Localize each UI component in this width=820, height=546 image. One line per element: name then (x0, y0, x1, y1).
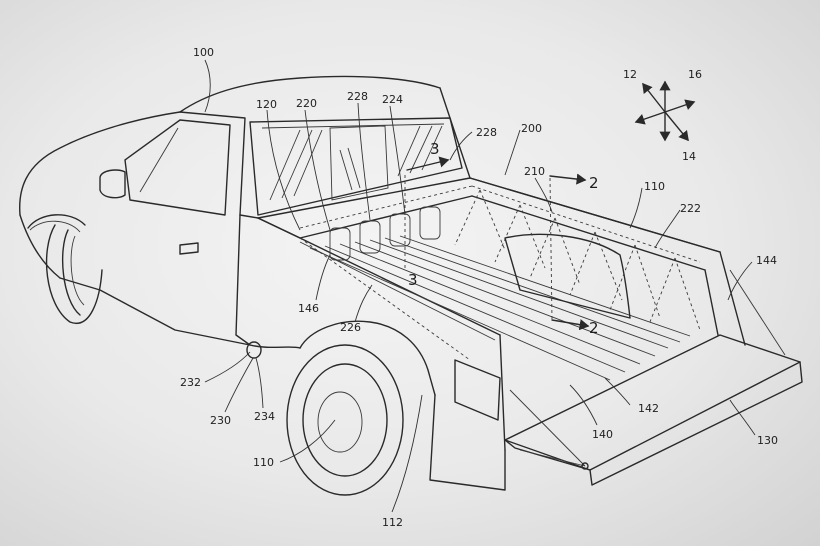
label-146: 146 (298, 302, 319, 315)
label-section-2b: 2 (589, 319, 599, 337)
label-section-3a: 3 (430, 140, 440, 158)
label-234: 234 (254, 410, 275, 423)
leader-lines (204, 59, 756, 513)
label-section-2a: 2 (589, 174, 599, 192)
label-220: 220 (296, 97, 317, 110)
label-210: 210 (524, 165, 545, 178)
label-section-3b: 3 (408, 271, 418, 289)
label-144: 144 (756, 254, 777, 267)
section-markers (404, 156, 590, 331)
label-142: 142 (638, 402, 659, 415)
rear-window-hatching (269, 125, 443, 201)
label-230: 230 (210, 414, 231, 427)
label-228a: 228 (347, 90, 368, 103)
label-112: 112 (382, 516, 403, 529)
label-200: 200 (521, 122, 542, 135)
label-100: 100 (193, 46, 214, 59)
reference-numerals: 100 120 220 228 224 228 200 210 110 222 … (180, 46, 778, 529)
bed-floor-ribs (309, 235, 691, 381)
label-226: 226 (340, 321, 361, 334)
label-14: 14 (682, 150, 696, 163)
label-232: 232 (180, 376, 201, 389)
label-130: 130 (757, 434, 778, 447)
truck-cab (18, 75, 471, 346)
label-16: 16 (688, 68, 702, 81)
label-110: 110 (644, 180, 665, 193)
label-140: 140 (592, 428, 613, 441)
label-228b: 228 (476, 126, 497, 139)
lighting-system (299, 185, 701, 361)
label-110-lower: 110 (253, 456, 274, 469)
tailgate (504, 269, 803, 486)
label-222: 222 (680, 202, 701, 215)
direction-indicator (634, 80, 696, 142)
label-120: 120 (256, 98, 277, 111)
label-224: 224 (382, 93, 403, 106)
truck-bed (235, 177, 803, 496)
label-12: 12 (623, 68, 637, 81)
